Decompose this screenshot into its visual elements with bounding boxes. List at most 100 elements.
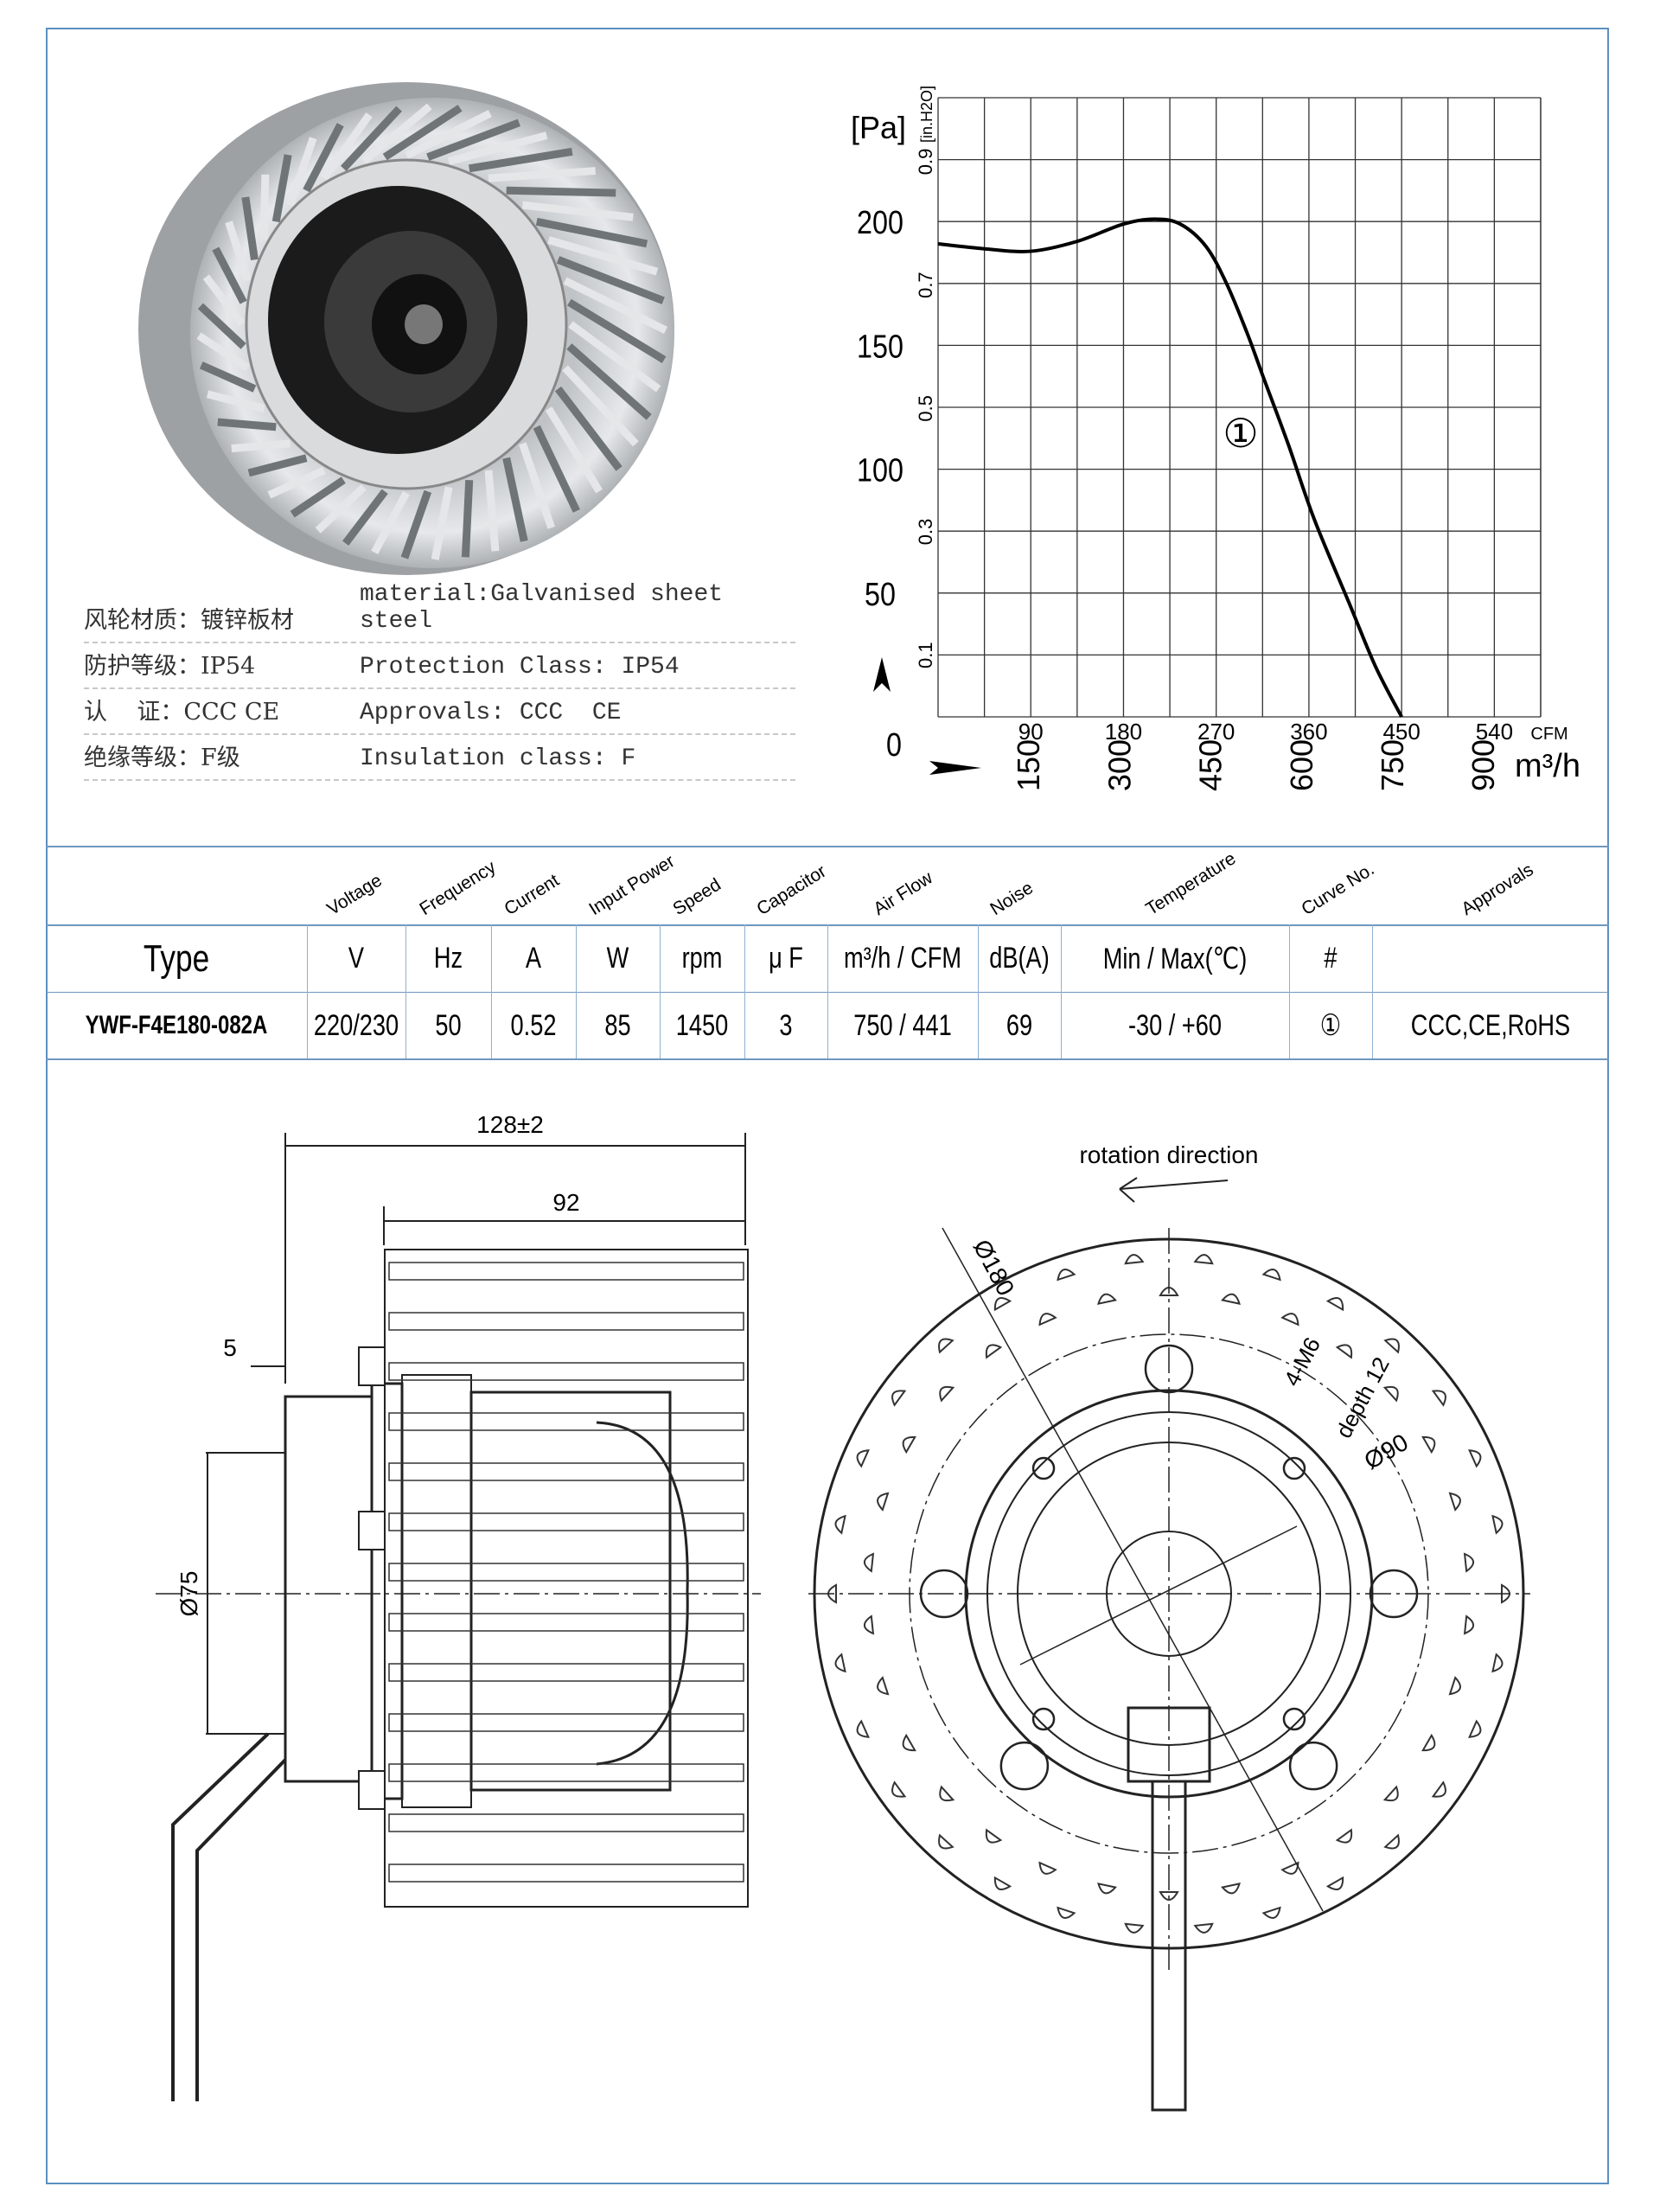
dim-outer-label: Ø180 xyxy=(968,1235,1020,1300)
dim-impeller-label: 92 xyxy=(552,1189,579,1216)
fan-blade xyxy=(547,236,659,276)
impeller-vent-slot xyxy=(1038,1313,1057,1327)
fan-blade xyxy=(533,425,580,513)
impeller-vent-slot xyxy=(1325,1876,1344,1890)
table-cell: 0.52 xyxy=(510,1008,557,1042)
fan-blade xyxy=(303,123,344,193)
impeller-vent-slot xyxy=(1325,1297,1344,1312)
table-unit-cell: # xyxy=(1324,942,1338,975)
fan-blade xyxy=(196,332,250,372)
table-divider xyxy=(46,1058,1609,1060)
impeller-vent-slot xyxy=(1383,1338,1400,1354)
fan-blade xyxy=(217,418,277,432)
impeller-vent-slot xyxy=(891,1390,907,1407)
table-cell: 50 xyxy=(435,1008,462,1042)
table-column-divider xyxy=(576,924,577,1058)
table-column-divider xyxy=(1061,924,1062,1058)
fan-blade xyxy=(197,303,246,349)
fan-blade xyxy=(199,361,257,393)
impeller-vent-slot xyxy=(1057,1906,1076,1919)
fan-blade xyxy=(206,390,265,412)
x-tick-label-m3h: 600 xyxy=(1284,739,1319,791)
table-cell: -30 / +60 xyxy=(1127,1008,1223,1042)
table-column-divider xyxy=(307,924,308,1058)
mounting-hole-icon xyxy=(1282,1707,1306,1731)
fan-blade xyxy=(286,137,317,207)
impeller-vent-slot xyxy=(1057,1269,1076,1282)
impeller-vent-slot xyxy=(1463,1614,1475,1635)
table-divider xyxy=(46,846,1609,847)
table-cell: 3 xyxy=(779,1008,793,1042)
table-unit-cell: W xyxy=(606,942,629,975)
spec-en: material:Galvanised sheet steel xyxy=(360,581,724,635)
impeller-vent-slot xyxy=(1501,1583,1510,1604)
fan-blade xyxy=(502,457,528,542)
spec-row-approvals: 认 证：CCC CE Approvals: CCC CE xyxy=(84,688,795,735)
spec-en: Approvals: CCC CE xyxy=(360,700,622,726)
impeller-vent-slot xyxy=(1124,1254,1145,1265)
table-column-divider xyxy=(744,924,745,1058)
table-column-divider xyxy=(827,924,828,1058)
table-unit-cell: A xyxy=(525,942,542,975)
fan-blade xyxy=(535,217,648,248)
x-tick-label-m3h: 150 xyxy=(1011,739,1046,791)
impeller-vent-slot xyxy=(1280,1861,1299,1875)
fan-blade xyxy=(259,174,270,240)
dim-depth-label: depth 12 xyxy=(1331,1352,1395,1442)
impeller-vent-slot xyxy=(902,1733,916,1752)
impeller-fin xyxy=(388,1462,744,1481)
impeller-vent-slot xyxy=(1421,1435,1436,1454)
impeller-fin xyxy=(388,1813,744,1832)
table-column-divider xyxy=(978,924,979,1058)
impeller-vent-slot xyxy=(1124,1922,1145,1934)
impeller-vent-slot xyxy=(1468,1449,1482,1468)
impeller-vent-slot xyxy=(1193,1922,1214,1934)
table-cell: 1450 xyxy=(675,1008,729,1042)
y-tick-label-pa: 0 xyxy=(886,727,902,764)
table-unit-cell: μ F xyxy=(769,942,803,975)
y-axis-label-inh2o: [in.H2O] xyxy=(918,86,935,143)
table-cell: YWF-F4E180-082A xyxy=(85,1011,268,1039)
impeller-vent-slot xyxy=(856,1719,870,1738)
fan-blade xyxy=(382,105,463,161)
fan-blade xyxy=(461,479,474,558)
y-tick-label-inh2o: 0.5 xyxy=(915,395,936,422)
impeller-fin xyxy=(388,1262,744,1281)
impeller-vent-slot xyxy=(993,1876,1012,1890)
table-unit-cell xyxy=(1395,925,1585,992)
fan-blade xyxy=(426,118,520,161)
impeller-vent-slot xyxy=(939,1385,955,1403)
table-column-divider xyxy=(660,924,661,1058)
fan-blade xyxy=(506,186,616,197)
impeller-vent-slot xyxy=(1491,1514,1504,1535)
mounting-hole-icon xyxy=(1282,1456,1306,1480)
fan-blade xyxy=(404,110,492,160)
spec-row-protection: 防护等级：IP54 Protection Class: IP54 xyxy=(84,643,795,689)
impeller-vent-slot xyxy=(863,1614,875,1635)
x-axis-label-m3h: m³/h xyxy=(1515,748,1580,784)
table-cell: 85 xyxy=(604,1008,631,1042)
fan-blade xyxy=(361,103,432,165)
impeller-vent-slot xyxy=(877,1492,890,1512)
y-axis-label-pa: [Pa] xyxy=(851,110,906,145)
table-cell: CCC,CE,RoHS xyxy=(1410,1008,1571,1042)
impeller-vent-slot xyxy=(1463,1552,1475,1573)
bolt-icon xyxy=(358,1346,386,1386)
impeller-vent-slot xyxy=(993,1297,1012,1312)
x-tick-label-cfm: 180 xyxy=(1105,719,1142,745)
fan-blade xyxy=(212,246,247,304)
impeller-fin xyxy=(388,1412,744,1431)
impeller-vent-slot xyxy=(834,1514,846,1535)
fan-blade xyxy=(468,147,573,173)
x-tick-label-m3h: 300 xyxy=(1101,739,1137,791)
impeller-vent-slot xyxy=(1097,1293,1117,1305)
fan-blade xyxy=(267,466,326,499)
fan-blade xyxy=(431,486,453,560)
table-unit-cell: Hz xyxy=(433,942,463,975)
impeller-vent-slot xyxy=(1221,1883,1241,1895)
impeller-vent-slot xyxy=(1221,1293,1241,1305)
impeller-vent-slot xyxy=(1097,1883,1117,1895)
fan-blade xyxy=(521,201,634,221)
impeller-vent-slot xyxy=(1280,1313,1299,1327)
